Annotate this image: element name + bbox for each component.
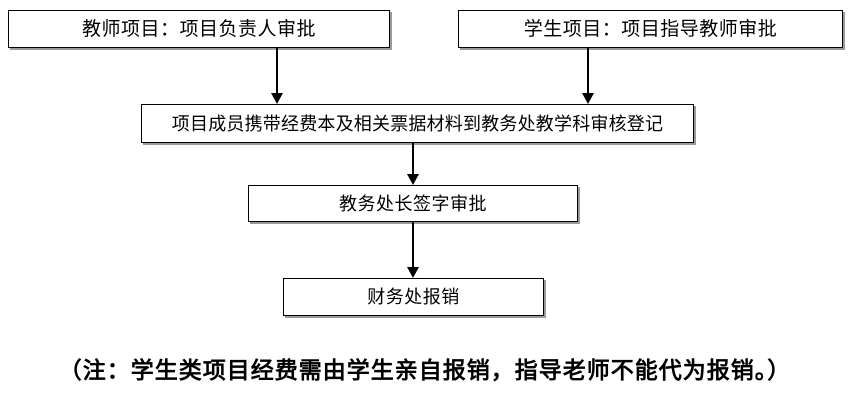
arrow-shaft: [412, 222, 414, 268]
flow-node-registration-at-academic-office: 项目成员携带经费本及相关票据材料到教务处教学科审核登记: [141, 104, 694, 143]
down-arrow-icon: [407, 222, 419, 278]
flow-node-label: 教务处长签字审批: [339, 193, 487, 214]
arrow-shaft: [276, 48, 278, 94]
footnote-text: （注：学生类项目经费需由学生亲自报销，指导老师不能代为报销。）: [58, 358, 792, 383]
arrow-head: [582, 93, 594, 104]
down-arrow-icon: [582, 48, 594, 104]
arrow-shaft: [412, 143, 414, 175]
flow-node-teacher-project-approval: 教师项目：项目负责人审批: [8, 10, 390, 48]
flow-node-director-signature-approval: 教务处长签字审批: [248, 185, 578, 222]
arrow-head: [407, 267, 419, 278]
flow-node-student-project-approval: 学生项目：项目指导教师审批: [458, 10, 843, 48]
flow-node-label: 教师项目：项目负责人审批: [81, 18, 316, 40]
flow-node-label: 财务处报销: [367, 287, 460, 307]
arrow-head: [271, 93, 283, 104]
flow-node-label: 项目成员携带经费本及相关票据材料到教务处教学科审核登记: [171, 113, 664, 134]
flow-node-label: 学生项目：项目指导教师审批: [523, 18, 778, 40]
arrow-head: [407, 174, 419, 185]
down-arrow-icon: [407, 143, 419, 185]
down-arrow-icon: [271, 48, 283, 104]
arrow-shaft: [587, 48, 589, 94]
flow-node-finance-office-reimbursement: 财务处报销: [283, 278, 544, 316]
